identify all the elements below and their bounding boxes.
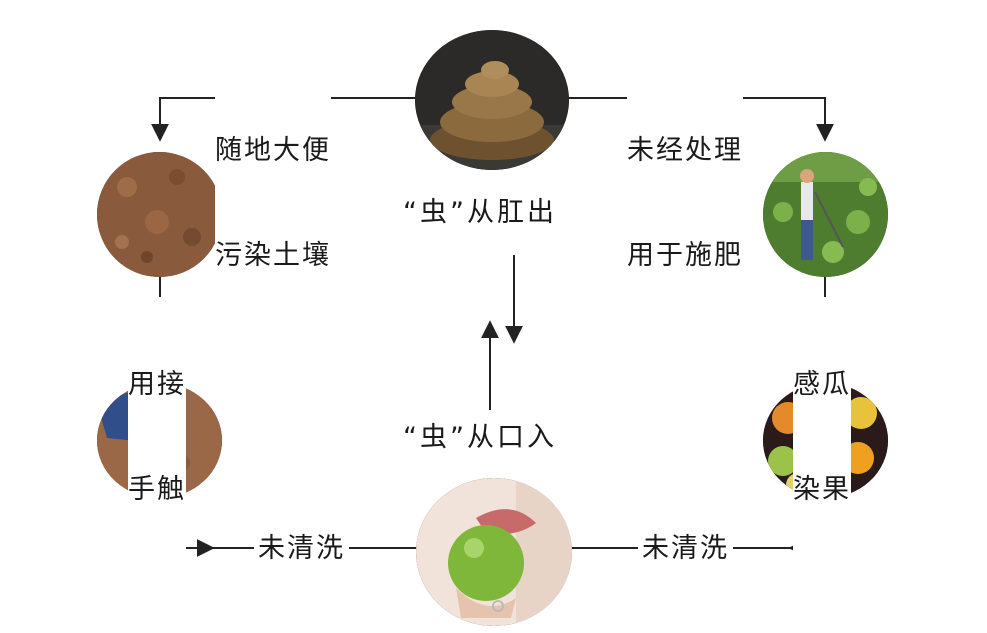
center-out-text: “虫”从肛出 bbox=[403, 195, 557, 230]
eating-apple-photo bbox=[416, 478, 572, 626]
label-unwashed-right: 未清洗 bbox=[638, 531, 733, 566]
label-untreated-fertilizer: 未经处理 用于施肥 bbox=[627, 63, 743, 343]
label-hand-contact: 用接 手触 bbox=[128, 297, 186, 577]
label-infect-fruits-line2: 染果 bbox=[793, 472, 851, 507]
center-in-text: “虫”从口入 bbox=[403, 420, 557, 455]
label-hand-contact-line1: 用接 bbox=[128, 367, 186, 402]
label-unwashed-left: 未清洗 bbox=[254, 531, 349, 566]
label-untreated-line1: 未经处理 bbox=[627, 133, 743, 168]
label-hand-contact-line2: 手触 bbox=[128, 472, 186, 507]
field-fertilizing-photo bbox=[763, 152, 888, 277]
label-defecate-pollute-soil: 随地大便 污染土壤 bbox=[215, 63, 331, 343]
label-untreated-line2: 用于施肥 bbox=[627, 238, 743, 273]
label-defecate-line1: 随地大便 bbox=[215, 133, 331, 168]
label-infect-fruits: 感瓜 染果 bbox=[793, 297, 851, 577]
label-defecate-line2: 污染土壤 bbox=[215, 238, 331, 273]
soil-photo bbox=[97, 152, 222, 277]
feces-photo bbox=[415, 30, 569, 170]
label-infect-fruits-line1: 感瓜 bbox=[793, 367, 851, 402]
